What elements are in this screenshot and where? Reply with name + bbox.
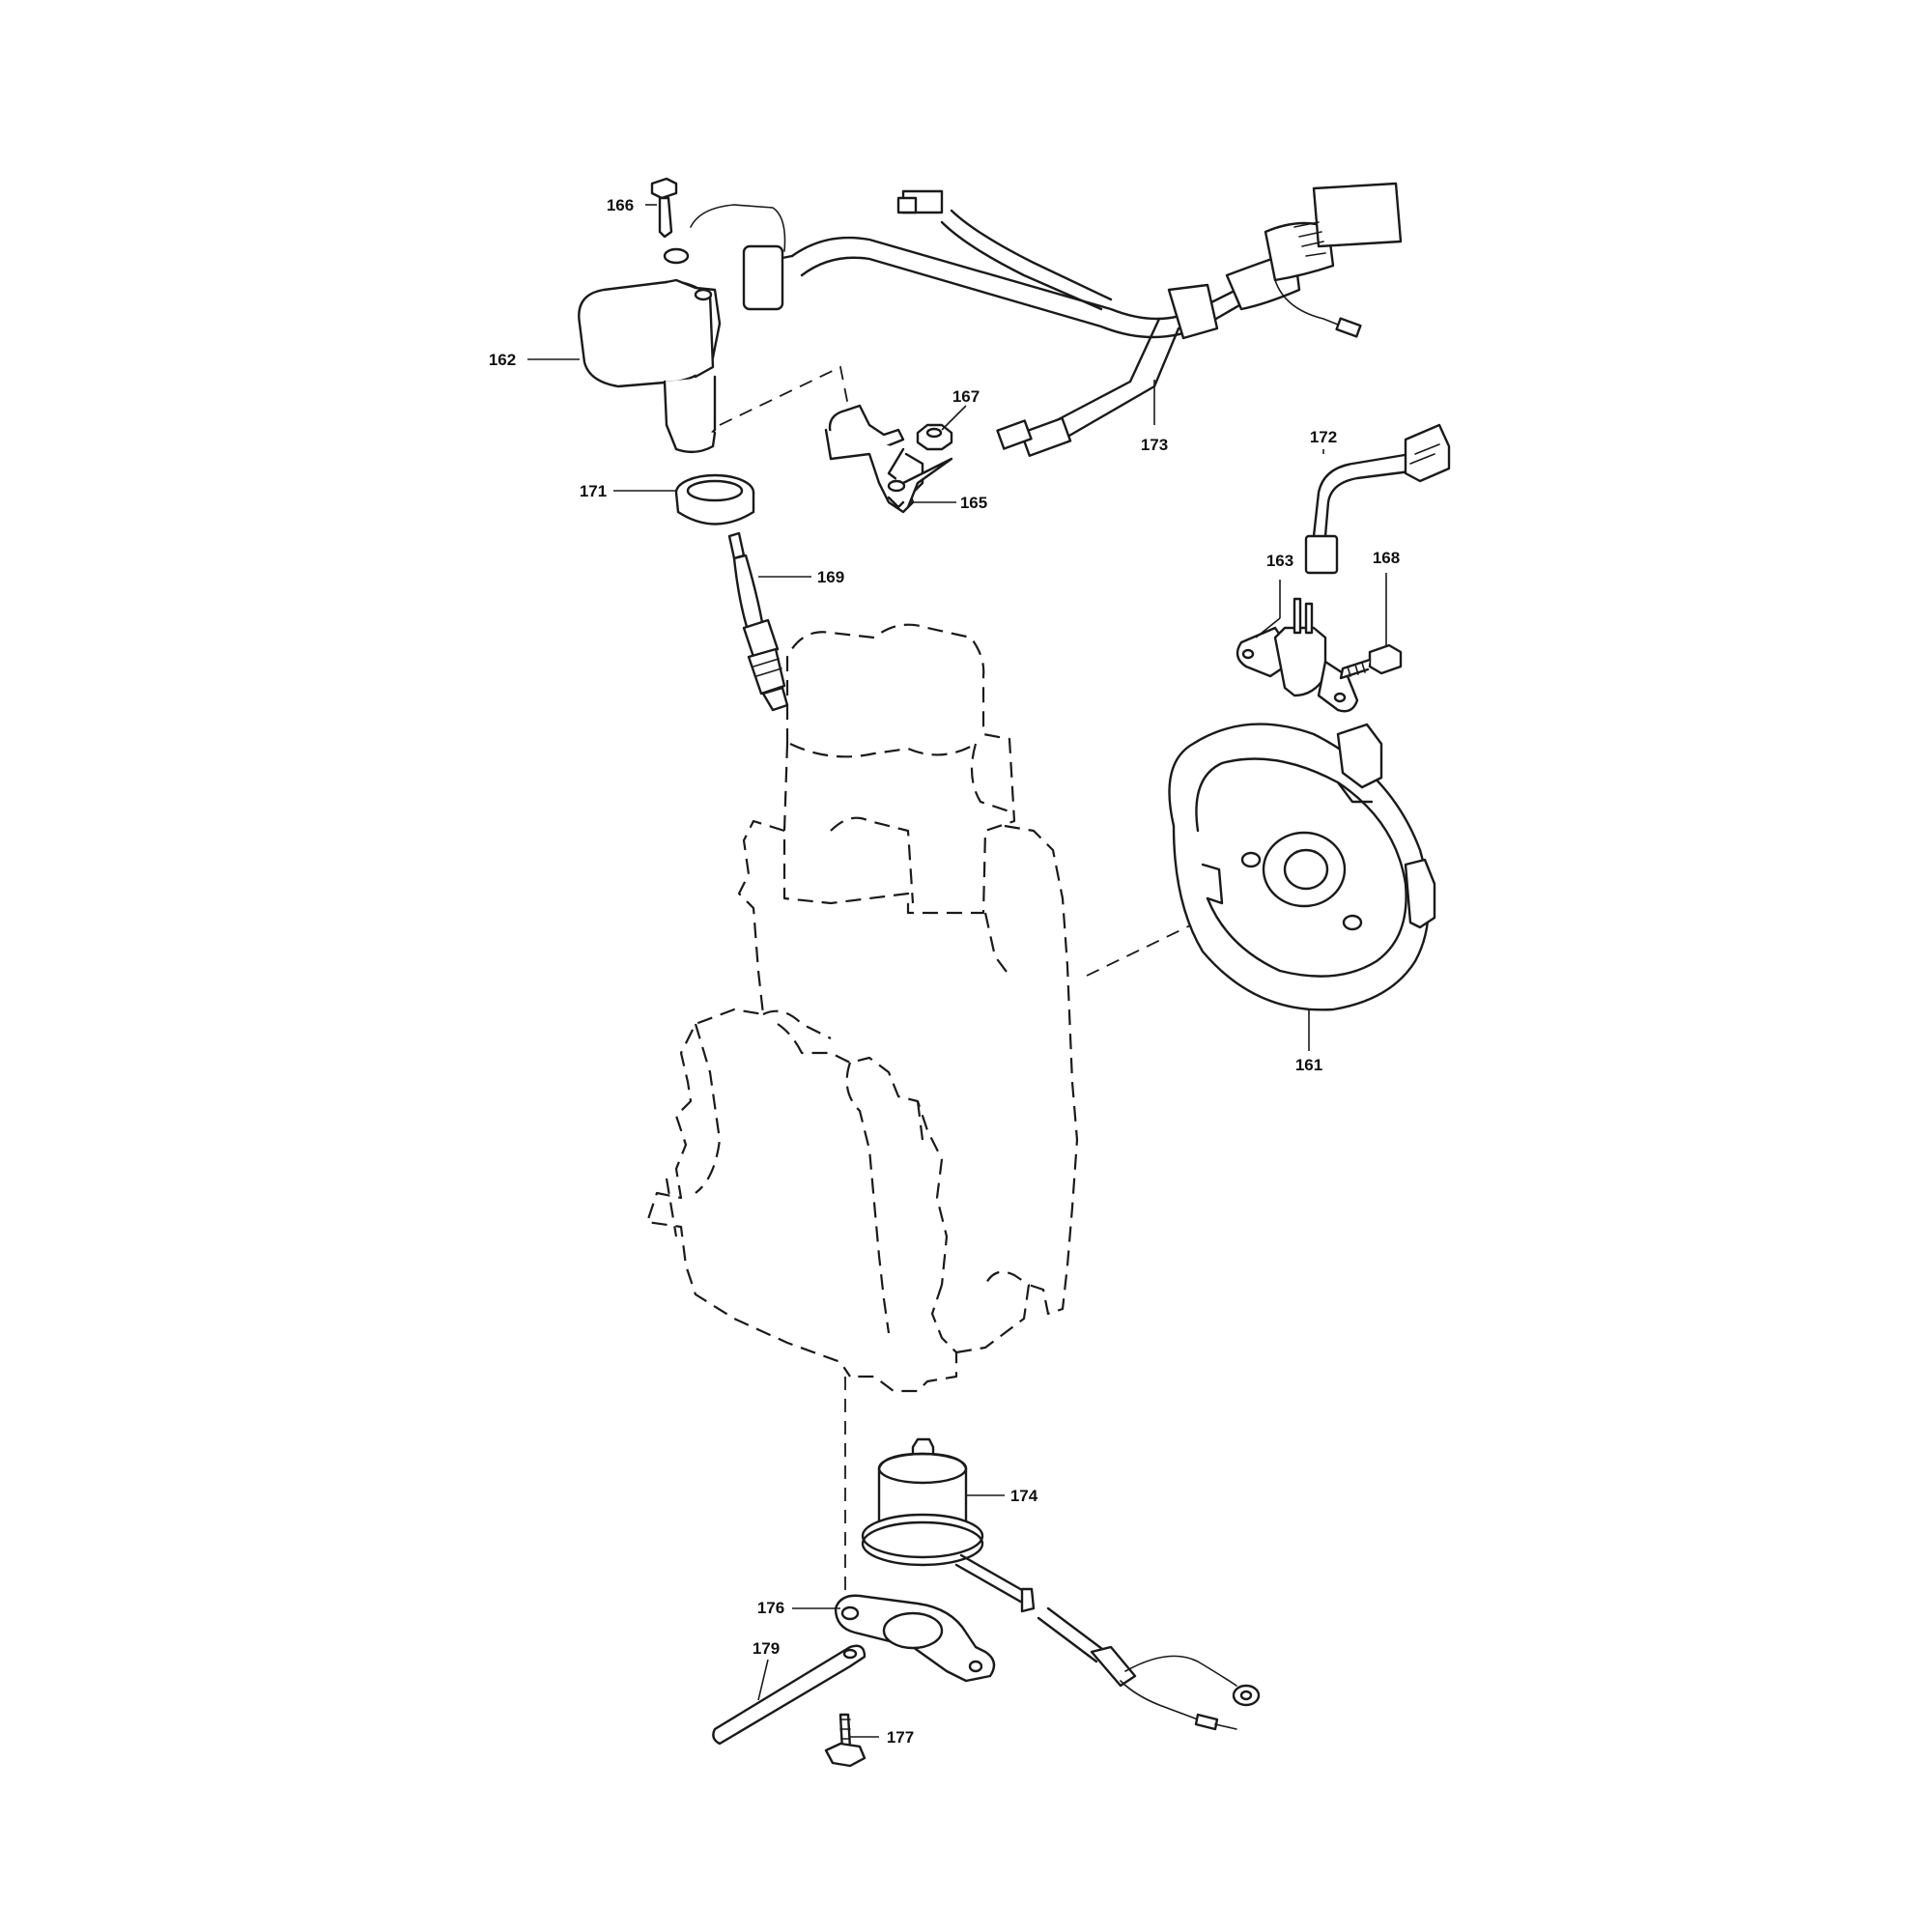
nut-167 [916, 423, 953, 451]
callout-177: 177 [887, 1728, 914, 1747]
callout-173: 173 [1141, 436, 1168, 454]
plate-179 [712, 1644, 867, 1746]
callout-174: 174 [1010, 1487, 1038, 1505]
gasket-176 [834, 1594, 996, 1683]
callout-166: 166 [607, 196, 634, 214]
callout-165: 165 [960, 494, 987, 512]
bracket-165 [824, 404, 953, 514]
callout-168: 168 [1373, 549, 1400, 567]
sensor-163 [1236, 597, 1359, 713]
callout-179: 179 [753, 1639, 780, 1658]
screw-168 [1339, 643, 1403, 680]
callout-169: 169 [817, 568, 844, 586]
callout-162: 162 [489, 351, 516, 369]
bolt-177 [824, 1713, 867, 1768]
lead-wire-172 [1304, 423, 1451, 575]
stator-161 [1168, 723, 1436, 1011]
engine-phantom-outline [645, 623, 1079, 1393]
callout-172: 172 [1310, 428, 1337, 446]
oil-sensor-174 [861, 1437, 1261, 1731]
bolt-166 [650, 177, 690, 265]
ignition-coil-162 [578, 278, 722, 454]
callout-161: 161 [1295, 1056, 1322, 1074]
callout-167: 167 [952, 387, 980, 406]
callout-176: 176 [757, 1599, 784, 1617]
spark-plug-169 [727, 531, 789, 712]
callout-labels: 161 162 163 165 166 167 168 169 171 172 … [489, 196, 1400, 1747]
guide-lines [719, 365, 1247, 1604]
callout-163: 163 [1266, 552, 1293, 570]
leader-lines [527, 204, 1387, 1738]
callout-171: 171 [580, 482, 607, 500]
wire-harness-173 [690, 182, 1403, 457]
cap-171 [674, 473, 755, 526]
